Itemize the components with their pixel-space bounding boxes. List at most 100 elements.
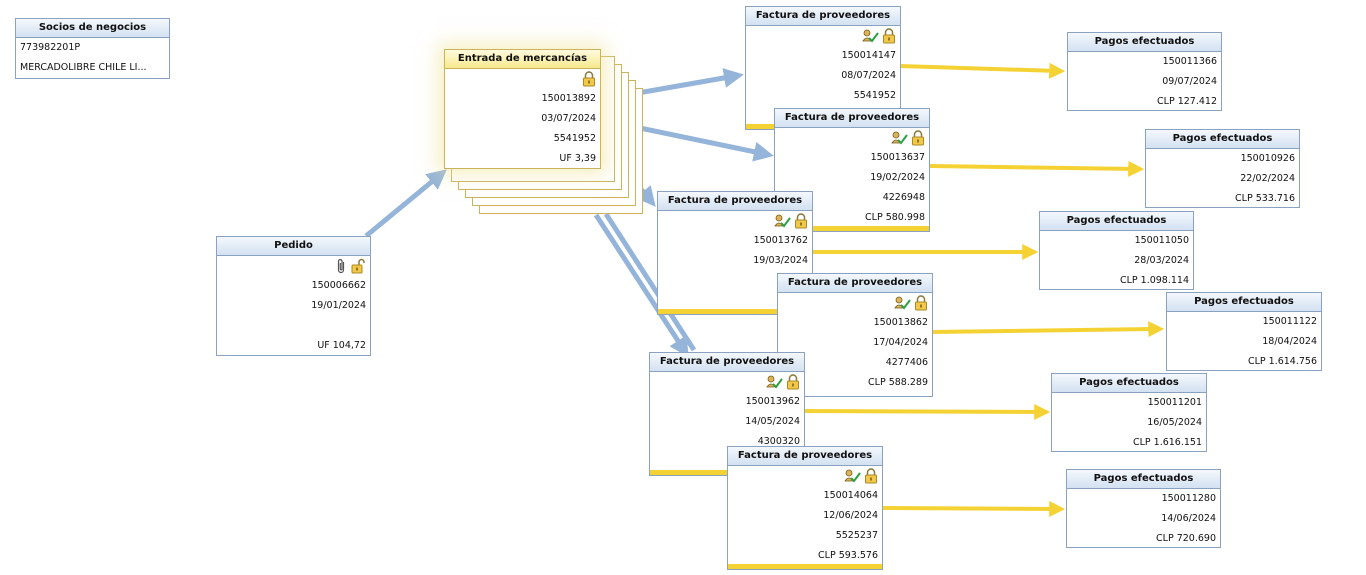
arrow-order-to-goods-receipt: [364, 169, 447, 238]
payment-node[interactable]: Pagos efectuados 150010926 22/02/2024 CL…: [1145, 129, 1300, 208]
invoice-date: 19/02/2024: [870, 172, 925, 183]
goods-receipt-number: 150013892: [541, 93, 596, 104]
invoice-amount: CLP 593.576: [818, 550, 878, 561]
payment-title: Pagos efectuados: [1067, 470, 1220, 489]
approved-check-icon: [890, 130, 908, 146]
unlocked-padlock-icon: [350, 258, 366, 274]
order-amount: UF 104,72: [317, 340, 366, 351]
invoice-status-icons: [650, 372, 804, 392]
locked-padlock-icon: [786, 374, 800, 390]
approved-check-icon: [893, 295, 911, 311]
invoice-amount: CLP 580.998: [865, 212, 925, 223]
locked-padlock-icon: [911, 130, 925, 146]
locked-padlock-icon: [914, 295, 928, 311]
invoice-number: 150013637: [870, 152, 925, 163]
invoice-title: Factura de proveedores: [778, 274, 932, 293]
invoice-number: 150014064: [823, 490, 878, 501]
order-date: 19/01/2024: [311, 300, 366, 311]
payment-amount: CLP 1.614.756: [1247, 356, 1317, 367]
payment-node[interactable]: Pagos efectuados 150011201 16/05/2024 CL…: [1051, 373, 1207, 452]
payment-title: Pagos efectuados: [1167, 293, 1321, 312]
payment-amount: CLP 1.098.114: [1119, 275, 1189, 286]
partner-id: 773982201P: [20, 42, 81, 53]
invoice-title: Factura de proveedores: [746, 7, 900, 26]
order-number: 150006662: [311, 280, 366, 291]
payment-node[interactable]: Pagos efectuados 150011280 14/06/2024 CL…: [1066, 469, 1221, 548]
partner-node[interactable]: Socios de negocios 773982201P MERCADOLIB…: [15, 18, 170, 79]
partner-title: Socios de negocios: [16, 19, 169, 38]
invoice-number: 150013762: [753, 235, 808, 246]
payment-node[interactable]: Pagos efectuados 150011122 18/04/2024 CL…: [1166, 292, 1322, 371]
payment-title: Pagos efectuados: [1146, 130, 1299, 149]
payment-number: 150011201: [1147, 397, 1202, 408]
arrow-invoice-1-to-payment-1: [899, 62, 1066, 79]
arrow-goods-to-invoice-1: [637, 68, 744, 96]
arrow-invoice-6-to-payment-6: [881, 500, 1066, 517]
payment-title: Pagos efectuados: [1052, 374, 1206, 393]
invoice-status-bar: [658, 309, 812, 314]
arrow-goods-to-invoice-5b: [603, 212, 697, 352]
payment-date: 09/07/2024: [1162, 76, 1217, 87]
payment-number: 150011050: [1134, 235, 1189, 246]
locked-padlock-icon: [864, 468, 878, 484]
invoice-title: Factura de proveedores: [728, 447, 882, 466]
arrow-invoice-2-to-payment-2: [929, 160, 1145, 177]
invoice-status-bar: [775, 226, 929, 231]
paperclip-icon[interactable]: [336, 258, 347, 274]
payment-date: 16/05/2024: [1147, 417, 1202, 428]
locked-padlock-icon: [794, 213, 808, 229]
invoice-date: 17/04/2024: [873, 337, 928, 348]
arrow-invoice-5-to-payment-5: [803, 403, 1051, 420]
payment-number: 150011280: [1161, 493, 1216, 504]
payment-number: 150011366: [1162, 56, 1217, 67]
payment-date: 18/04/2024: [1262, 336, 1317, 347]
payment-amount: CLP 720.690: [1156, 533, 1216, 544]
payment-node[interactable]: Pagos efectuados 150011050 28/03/2024 CL…: [1039, 211, 1194, 290]
arrow-goods-to-invoice-5: [593, 213, 689, 358]
goods-receipt-date: 03/07/2024: [541, 113, 596, 124]
order-node[interactable]: Pedido 150006662 19/01/2024 UF 104,72: [216, 236, 371, 356]
order-title: Pedido: [217, 237, 370, 256]
approved-check-icon: [765, 374, 783, 390]
approved-check-icon: [843, 468, 861, 484]
invoice-status-icons: [658, 211, 812, 231]
goods-receipt-node[interactable]: Entrada de mercancías 150013892 03/07/20…: [444, 49, 601, 169]
invoice-amount: CLP 588.289: [868, 377, 928, 388]
invoice-status-icons: [778, 293, 932, 313]
payment-amount: CLP 1.616.151: [1132, 437, 1202, 448]
invoice-title: Factura de proveedores: [775, 109, 929, 128]
payment-title: Pagos efectuados: [1040, 212, 1193, 231]
partner-name: MERCADOLIBRE CHILE LI...: [20, 62, 147, 73]
invoice-reference: 4226948: [882, 192, 925, 203]
payment-number: 150011122: [1262, 316, 1317, 327]
approved-check-icon: [773, 213, 791, 229]
approved-check-icon: [861, 28, 879, 44]
invoice-date: 08/07/2024: [841, 70, 896, 81]
payment-date: 22/02/2024: [1240, 173, 1295, 184]
invoice-node[interactable]: Factura de proveedores 150014147 08/07/2…: [745, 6, 901, 130]
payment-node[interactable]: Pagos efectuados 150011366 09/07/2024 CL…: [1067, 32, 1222, 111]
payment-title: Pagos efectuados: [1068, 33, 1221, 52]
payment-number: 150010926: [1240, 153, 1295, 164]
payment-date: 14/06/2024: [1161, 513, 1216, 524]
arrow-goods-to-invoice-2: [639, 125, 774, 162]
invoice-title: Factura de proveedores: [658, 192, 812, 211]
invoice-reference: 4300320: [757, 436, 800, 447]
invoice-date: 14/05/2024: [745, 416, 800, 427]
invoice-status-bar: [728, 564, 882, 569]
invoice-status-icons: [746, 26, 900, 46]
goods-receipt-amount: UF 3,39: [559, 153, 596, 164]
invoice-reference: 5525237: [835, 530, 878, 541]
invoice-number: 150013962: [745, 396, 800, 407]
invoice-status-icons: [728, 466, 882, 486]
goods-receipt-status-icons: [445, 69, 600, 89]
payment-amount: CLP 127.412: [1157, 96, 1217, 107]
invoice-number: 150014147: [841, 50, 896, 61]
goods-receipt-title: Entrada de mercancías: [445, 50, 600, 69]
arrow-invoice-4-to-payment-4: [931, 321, 1165, 338]
goods-receipt-reference: 5541952: [553, 133, 596, 144]
invoice-number: 150013862: [873, 317, 928, 328]
invoice-node[interactable]: Factura de proveedores 150014064 12/06/2…: [727, 446, 883, 570]
